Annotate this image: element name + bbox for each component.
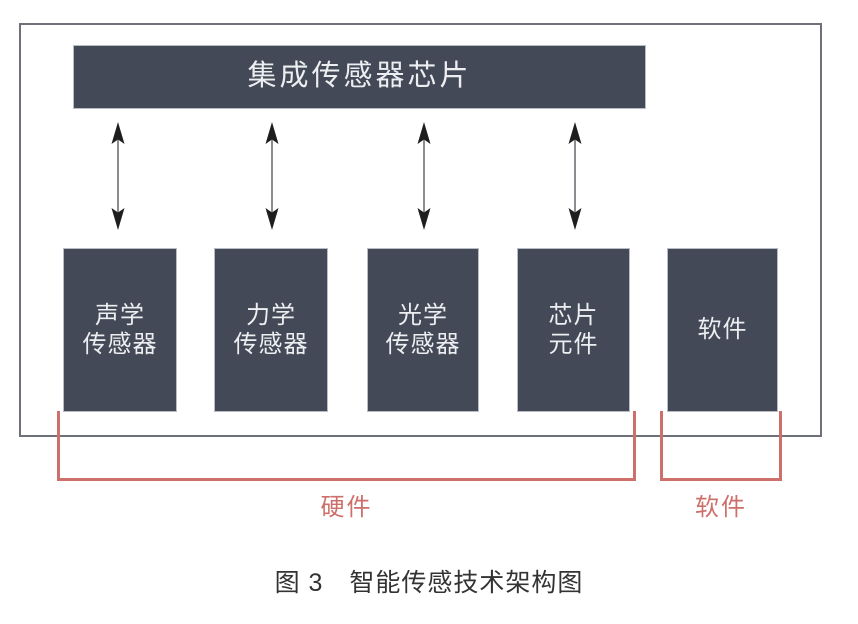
group-label-software: 软件 (695, 494, 747, 521)
node-chip-component: 芯片 元件 (517, 248, 630, 412)
double-arrow-icon (111, 122, 125, 230)
node-integrated-sensor-chip: 集成传感器芯片 (73, 45, 646, 109)
double-arrow-icon (417, 122, 431, 230)
diagram-outer-frame (19, 23, 822, 437)
double-arrow-icon (568, 122, 582, 230)
node-software: 软件 (667, 248, 778, 412)
node-label: 软件 (697, 316, 748, 344)
node-label: 芯片 元件 (548, 301, 599, 358)
group-bracket-software (660, 411, 782, 481)
node-label: 声学 传感器 (82, 301, 158, 358)
node-mechanical-sensor: 力学 传感器 (214, 248, 328, 412)
node-acoustic-sensor: 声学 传感器 (63, 248, 177, 412)
group-label-hardware: 硬件 (320, 494, 373, 521)
group-bracket-hardware (57, 411, 636, 481)
figure-caption: 图 3 智能传感技术架构图 (274, 569, 584, 597)
node-optical-sensor: 光学 传感器 (367, 248, 479, 412)
node-label: 集成传感器芯片 (247, 60, 472, 93)
double-arrow-icon (265, 122, 279, 230)
node-label: 力学 传感器 (233, 301, 309, 358)
node-label: 光学 传感器 (385, 301, 461, 358)
